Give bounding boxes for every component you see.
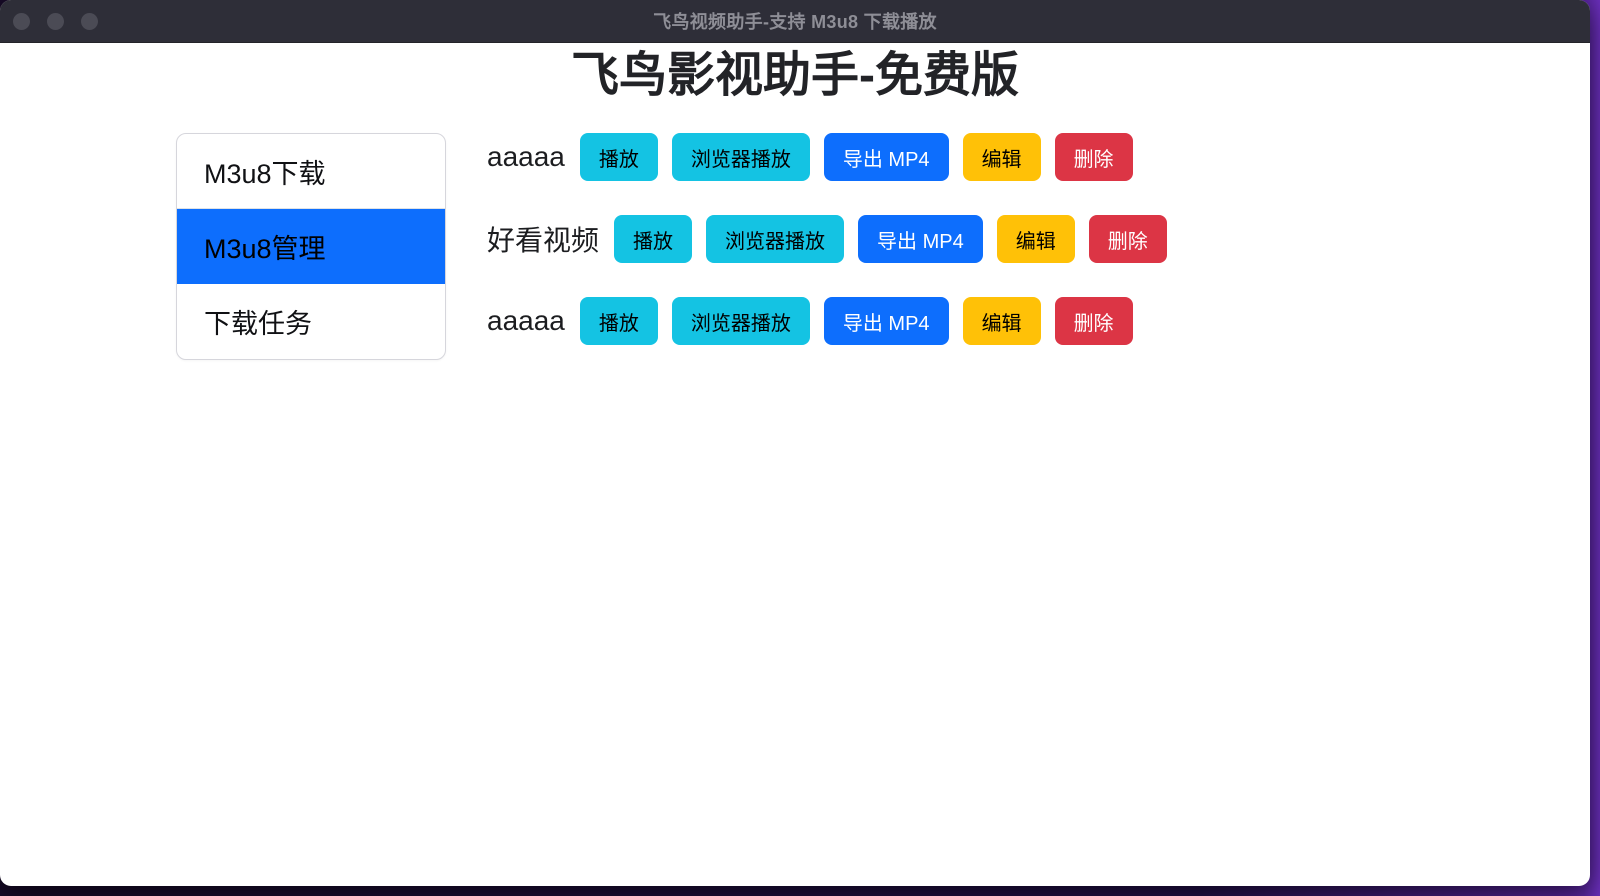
sidebar-item-m3u8-manage[interactable]: M3u8管理 [177,209,445,285]
minimize-button[interactable] [47,12,64,30]
browser-play-button[interactable]: 浏览器播放 [671,297,810,346]
delete-button[interactable]: 删除 [1088,215,1167,264]
play-button[interactable]: 播放 [614,215,693,264]
export-mp4-button[interactable]: 导出 MP4 [858,215,983,264]
sidebar-item-label: 下载任务 [204,309,312,340]
browser-play-button[interactable]: 浏览器播放 [671,133,810,182]
play-button[interactable]: 播放 [579,133,658,182]
close-button[interactable] [13,12,30,30]
page-title: 飞鸟影视助手-免费版 [571,49,1019,102]
sidebar-item-label: M3u8下载 [204,158,326,189]
edit-button[interactable]: 编辑 [962,297,1041,346]
video-row: aaaaa 播放浏览器播放导出 MP4 编辑删除 [487,297,1167,346]
window-controls [13,0,98,42]
export-mp4-button[interactable]: 导出 MP4 [823,297,949,346]
play-button[interactable]: 播放 [579,297,658,346]
delete-button[interactable]: 删除 [1054,133,1133,182]
video-name: aaaaa [487,141,565,173]
zoom-button[interactable] [81,12,98,30]
edit-button[interactable]: 编辑 [962,133,1041,182]
export-mp4-button[interactable]: 导出 MP4 [823,133,949,182]
titlebar[interactable]: 飞鸟视频助手-支持 M3u8 下载播放 [0,0,1590,43]
video-row: 好看视频播放浏览器播放导出 MP4 编辑删除 [487,215,1167,264]
window-title: 飞鸟视频助手-支持 M3u8 下载播放 [653,12,937,32]
sidebar-item-label: M3u8管理 [204,233,326,264]
browser-play-button[interactable]: 浏览器播放 [706,215,845,264]
video-name: aaaaa [487,305,565,337]
sidebar-item-download-tasks[interactable]: 下载任务 [177,284,445,359]
delete-button[interactable]: 删除 [1054,297,1133,346]
video-row: aaaaa 播放浏览器播放导出 MP4 编辑删除 [487,133,1167,182]
sidebar: M3u8下载 M3u8管理下载任务 [176,133,446,361]
sidebar-item-m3u8-download[interactable]: M3u8下载 [177,134,445,210]
video-name: 好看视频 [487,225,600,257]
edit-button[interactable]: 编辑 [996,215,1075,264]
